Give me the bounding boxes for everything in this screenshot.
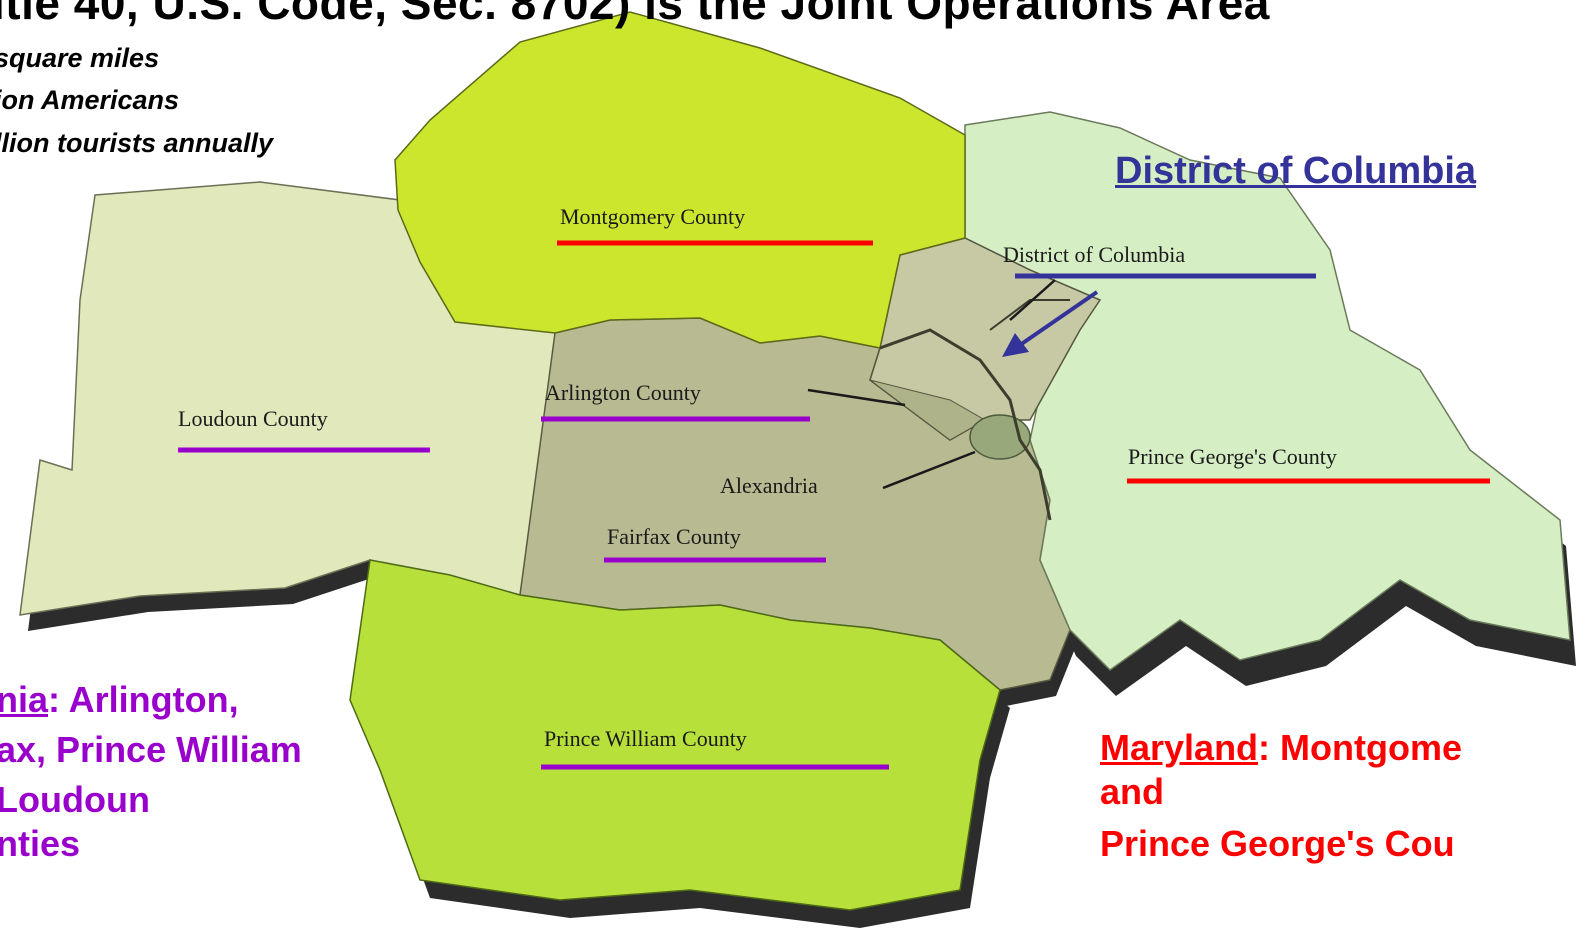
stat-line-tourists: llion tourists annually [0, 128, 274, 158]
label-district-of-columbia: District of Columbia [1003, 242, 1185, 267]
stat-line-population: ion Americans [0, 85, 180, 115]
dc-pointer-arrow [1002, 290, 1099, 357]
label-montgomery-county: Montgomery County [560, 204, 745, 229]
label-arlington-county: Arlington County [545, 380, 701, 405]
leader-dc [1009, 279, 1056, 321]
virginia-line-1-rest: : Arlington, [48, 679, 239, 720]
maryland-line-1-rest: : Montgome [1258, 727, 1463, 768]
label-alexandria: Alexandria [720, 473, 818, 498]
maryland-state-name: Maryland [1100, 727, 1259, 768]
label-loudoun-county: Loudoun County [178, 406, 328, 431]
label-prince-william-county: Prince William County [544, 726, 747, 751]
leader-arlington [807, 388, 906, 407]
virginia-line-4: nties [0, 823, 81, 864]
montgomery-county-region [394, 11, 966, 349]
virginia-state-name: nia [0, 679, 49, 720]
stat-line-area: square miles [0, 43, 160, 73]
virginia-line-2: ax, Prince William [0, 729, 302, 770]
virginia-line-1: nia: Arlington, [0, 678, 302, 722]
prince-william-county-region [349, 559, 1001, 911]
dc-region [869, 237, 1102, 441]
label-prince-georges-county: Prince George's County [1128, 444, 1337, 469]
potomac-river-line [879, 328, 1052, 521]
page-title: itle 40, U.S. Code, Sec. 8702) is the Jo… [0, 0, 1270, 29]
dc-callout: District of Columbia [1115, 150, 1477, 192]
prince-georges-county-region [964, 111, 1571, 671]
maryland-line-3: Prince George's Cou [1100, 823, 1455, 864]
virginia-callout: nia: Arlington, ax, Prince William Loudo… [0, 678, 302, 866]
maryland-line-1: Maryland: Montgome [1100, 726, 1462, 770]
alexandria-region [969, 414, 1031, 460]
maryland-callout: Maryland: Montgome and Prince George's C… [1100, 726, 1462, 866]
leader-alexandria [882, 450, 976, 490]
label-fairfax-county: Fairfax County [607, 524, 741, 549]
virginia-line-3: Loudoun [0, 779, 150, 820]
anacostia-line [989, 299, 1070, 331]
maryland-line-2: and [1100, 771, 1165, 812]
